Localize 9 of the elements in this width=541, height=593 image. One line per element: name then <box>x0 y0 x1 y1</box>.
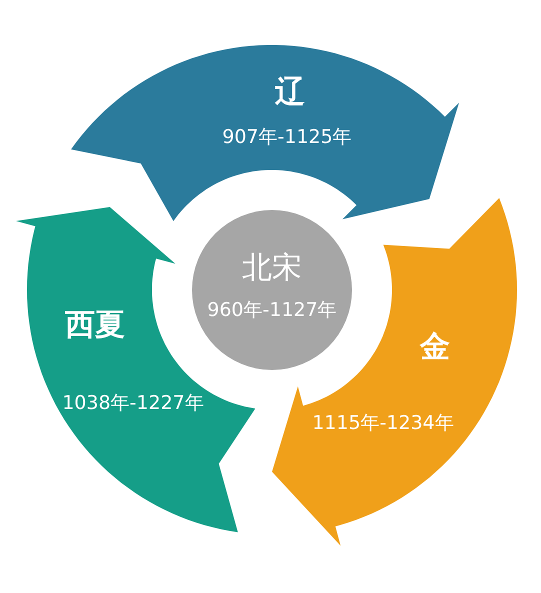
year-range: 960年-1127年 <box>207 298 337 323</box>
year-range: 907年-1125年 <box>222 124 352 150</box>
dynasty-name: 西夏 <box>64 306 125 344</box>
arrow-segment <box>71 45 460 222</box>
year-range: 1115年-1234年 <box>312 410 454 436</box>
dynasty-name: 金 <box>420 328 450 366</box>
dynasty-name: 辽 <box>274 73 305 112</box>
year-range: 1038年-1227年 <box>62 390 204 416</box>
dynasty-name: 北宋 <box>242 250 302 288</box>
